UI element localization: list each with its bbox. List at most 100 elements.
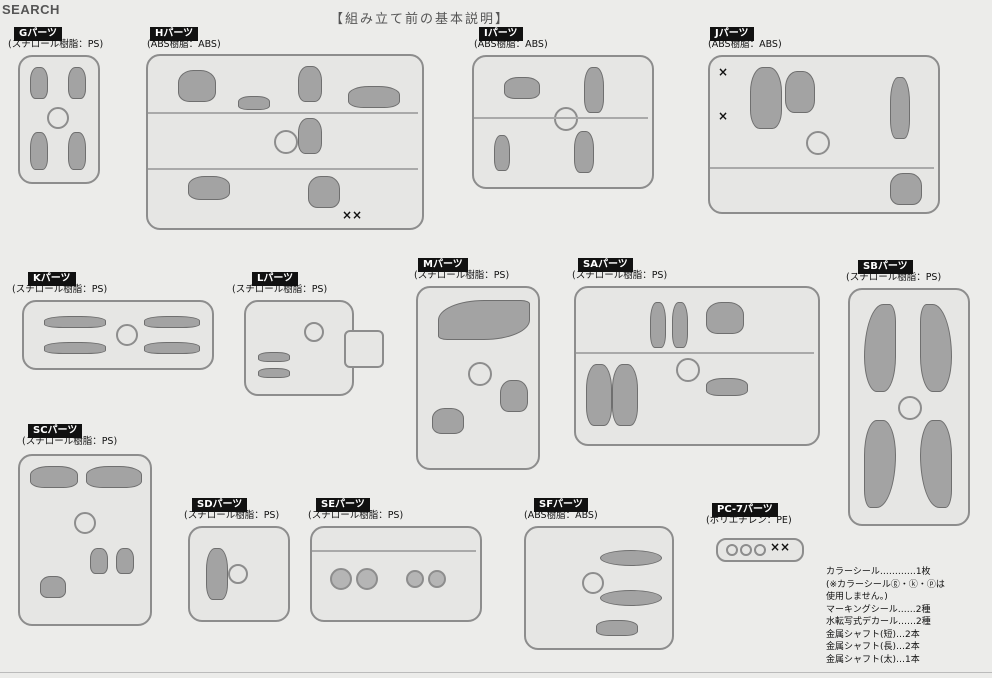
sprue <box>576 352 814 354</box>
part <box>144 342 200 354</box>
runner-h: ×× <box>146 54 424 230</box>
part <box>308 176 340 208</box>
runner-tag-m: Mパーツ <box>418 258 468 272</box>
part <box>890 173 922 205</box>
part <box>68 67 86 99</box>
part <box>90 548 108 574</box>
note-line: マーキングシール……2種 <box>826 604 931 615</box>
part <box>428 570 446 588</box>
part <box>586 364 612 426</box>
poly-cap <box>754 544 766 556</box>
runner-tag-h: Hパーツ <box>150 27 199 41</box>
runner-sd <box>188 526 290 622</box>
part <box>494 135 510 171</box>
runner-sb <box>848 288 970 526</box>
runner-l <box>244 300 354 396</box>
note-line: 使用しません。) <box>826 592 888 602</box>
page-headline: 【組み立て前の基本説明】 <box>330 12 511 27</box>
runner-material-pc7: (ポリエチレン：PE) <box>706 515 792 526</box>
runner-tag-pc7: PC-7パーツ <box>712 503 778 517</box>
part <box>30 466 78 488</box>
part <box>86 466 142 488</box>
part <box>574 131 594 173</box>
runner-tag-l: Lパーツ <box>252 272 299 286</box>
runner-material-h: (ABS樹脂：ABS) <box>147 39 221 50</box>
part <box>44 342 106 354</box>
runner-m <box>416 286 540 470</box>
part <box>258 368 290 378</box>
runner-tag-sb: SBパーツ <box>858 260 913 274</box>
poly-cap <box>740 544 752 556</box>
runner-j: × × <box>708 55 940 214</box>
part <box>864 304 896 392</box>
part <box>30 132 48 170</box>
part <box>920 420 952 508</box>
runner-material-sa: (スチロール樹脂：PS) <box>572 270 668 281</box>
part <box>584 67 604 113</box>
part <box>785 71 815 113</box>
note-line: 金属シャフト(長)…2本 <box>826 642 920 652</box>
runner-material-sb: (スチロール樹脂：PS) <box>846 272 942 283</box>
runner-hub <box>228 564 248 584</box>
note-line: 金属シャフト(太)…1本 <box>826 654 920 665</box>
part <box>600 550 662 566</box>
runner-material-sf: (ABS樹脂：ABS) <box>524 510 598 521</box>
part <box>890 77 910 139</box>
part <box>706 302 744 334</box>
x-mark: ×× <box>770 540 791 554</box>
runner-sc <box>18 454 152 626</box>
part <box>330 568 352 590</box>
runner-l-tab <box>344 330 384 368</box>
runner-hub <box>676 358 700 382</box>
runner-tag-g: Gパーツ <box>14 27 63 41</box>
runner-tag-i: Iパーツ <box>479 27 523 41</box>
part <box>500 380 528 412</box>
runner-sa <box>574 286 820 446</box>
runner-hub <box>898 396 922 420</box>
runner-hub <box>582 572 604 594</box>
sprue <box>710 167 934 169</box>
part <box>178 70 216 102</box>
runner-tag-sf: SFパーツ <box>534 498 588 512</box>
runner-hub <box>74 512 96 534</box>
part <box>144 316 200 328</box>
part <box>612 364 638 426</box>
part <box>188 176 230 200</box>
part <box>750 67 782 129</box>
part <box>864 420 896 508</box>
part <box>438 300 530 340</box>
runner-material-i: (ABS樹脂：ABS) <box>474 39 548 50</box>
part <box>44 316 106 328</box>
runner-hub <box>304 322 324 342</box>
runner-tag-j: Jパーツ <box>710 27 754 41</box>
runner-material-sc: (スチロール樹脂：PS) <box>22 436 118 447</box>
part <box>596 620 638 636</box>
note-line: (※カラーシールⓖ・ⓚ・ⓟは <box>826 579 945 590</box>
part <box>920 304 952 392</box>
runner-g <box>18 55 100 184</box>
runner-material-m: (スチロール樹脂：PS) <box>414 270 510 281</box>
runner-material-g: (スチロール樹脂：PS) <box>8 39 104 50</box>
sprue <box>312 550 476 552</box>
note-line: 金属シャフト(短)…2本 <box>826 629 920 640</box>
part <box>238 96 270 110</box>
runner-hub <box>468 362 492 386</box>
part <box>406 570 424 588</box>
runner-hub <box>116 324 138 346</box>
part <box>258 352 290 362</box>
part <box>672 302 688 348</box>
part <box>356 568 378 590</box>
runner-sf <box>524 526 674 650</box>
part <box>298 118 322 154</box>
runner-tag-k: Kパーツ <box>28 272 76 286</box>
part <box>600 590 662 606</box>
runner-tag-sa: SAパーツ <box>578 258 633 272</box>
part <box>504 77 540 99</box>
part <box>206 548 228 600</box>
part <box>348 86 400 108</box>
note-line: 水転写式デカール……2種 <box>826 617 931 627</box>
runner-material-k: (スチロール樹脂：PS) <box>12 284 108 295</box>
part <box>30 67 48 99</box>
runner-pc7: ×× <box>716 538 804 562</box>
